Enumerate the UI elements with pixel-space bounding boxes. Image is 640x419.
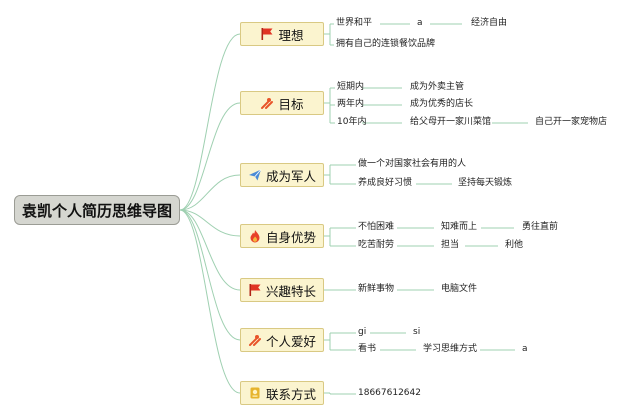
leaf-financial-freedom[interactable]: 经济自由 [471, 18, 508, 28]
leaf-a-2[interactable]: a [522, 344, 528, 354]
fire-icon [248, 229, 262, 243]
root-connector-3 [179, 209, 241, 237]
branch-interests[interactable]: 兴趣特长 [240, 278, 324, 302]
leaf-face-difficulty[interactable]: 知难而上 [441, 222, 478, 232]
leaf-new-things[interactable]: 新鲜事物 [358, 284, 395, 294]
leaf-phone[interactable]: 18667612642 [358, 388, 421, 398]
leaf-fearless[interactable]: 不怕困难 [358, 222, 395, 232]
leaf-computer-files[interactable]: 电脑文件 [441, 284, 478, 294]
leaf-pet-store[interactable]: 自己开一家宠物店 [535, 117, 608, 127]
leaf-responsibility[interactable]: 担当 [441, 240, 460, 250]
root-topic[interactable]: 袁凯个人简历思维导图 [14, 195, 180, 225]
leaf-a[interactable]: a [417, 18, 423, 28]
leaf-short-term[interactable]: 短期内 [337, 82, 365, 92]
paper-plane-icon [248, 168, 262, 182]
leaf-takeout-manager[interactable]: 成为外卖主管 [410, 82, 465, 92]
branch-label: 兴趣特长 [265, 283, 316, 299]
leaf-si[interactable]: si [413, 327, 421, 337]
badge-icon [248, 386, 262, 400]
leaf-useful-person[interactable]: 做一个对国家社会有用的人 [358, 159, 467, 169]
root-connector-0 [179, 33, 241, 211]
branch-ideal[interactable]: 理想 [240, 22, 324, 46]
branch-strengths[interactable]: 自身优势 [240, 224, 324, 248]
branch-goal[interactable]: 目标 [240, 91, 324, 115]
branch-label: 自身优势 [265, 229, 316, 245]
root-connector-1 [179, 102, 241, 211]
root-connector-5 [179, 209, 241, 341]
leaf-two-years[interactable]: 两年内 [337, 99, 365, 109]
branch-label: 成为军人 [265, 168, 316, 184]
leaf-restaurant-brand[interactable]: 拥有自己的连锁餐饮品牌 [336, 39, 436, 49]
leaf-reading[interactable]: 看书 [358, 344, 377, 354]
tools-icon [248, 333, 262, 347]
branch-label: 联系方式 [265, 386, 316, 402]
leaf-sichuan-restaurant[interactable]: 给父母开一家川菜馆 [410, 117, 492, 127]
leaf-ten-years[interactable]: 10年内 [337, 117, 367, 127]
leaf-hardworking[interactable]: 吃苦耐劳 [358, 240, 395, 250]
leaf-store-manager[interactable]: 成为优秀的店长 [410, 99, 474, 109]
branch-label: 目标 [278, 96, 304, 112]
leaf-forge-ahead[interactable]: 勇往直前 [522, 222, 559, 232]
branch-contact[interactable]: 联系方式 [240, 381, 324, 405]
leaf-altruism[interactable]: 利他 [505, 240, 524, 250]
red-flag-icon [248, 283, 262, 297]
branch-label: 理想 [278, 27, 304, 43]
branch-label: 个人爱好 [265, 333, 316, 349]
leaf-daily-exercise[interactable]: 坚持每天锻炼 [458, 178, 513, 188]
red-flag-icon [260, 27, 274, 41]
leaf-world-peace[interactable]: 世界和平 [336, 18, 373, 28]
root-connector-2 [179, 174, 241, 211]
root-title: 袁凯个人简历思维导图 [21, 201, 172, 220]
root-connector-6 [179, 209, 241, 394]
leaf-gi[interactable]: gi [358, 327, 367, 337]
branch-soldier[interactable]: 成为军人 [240, 163, 324, 187]
tools-icon [260, 96, 274, 110]
leaf-good-habits[interactable]: 养成良好习惯 [358, 178, 413, 188]
root-connector-4 [179, 209, 241, 291]
branch-hobbies[interactable]: 个人爱好 [240, 328, 324, 352]
leaf-learn-thinking[interactable]: 学习思维方式 [423, 344, 478, 354]
